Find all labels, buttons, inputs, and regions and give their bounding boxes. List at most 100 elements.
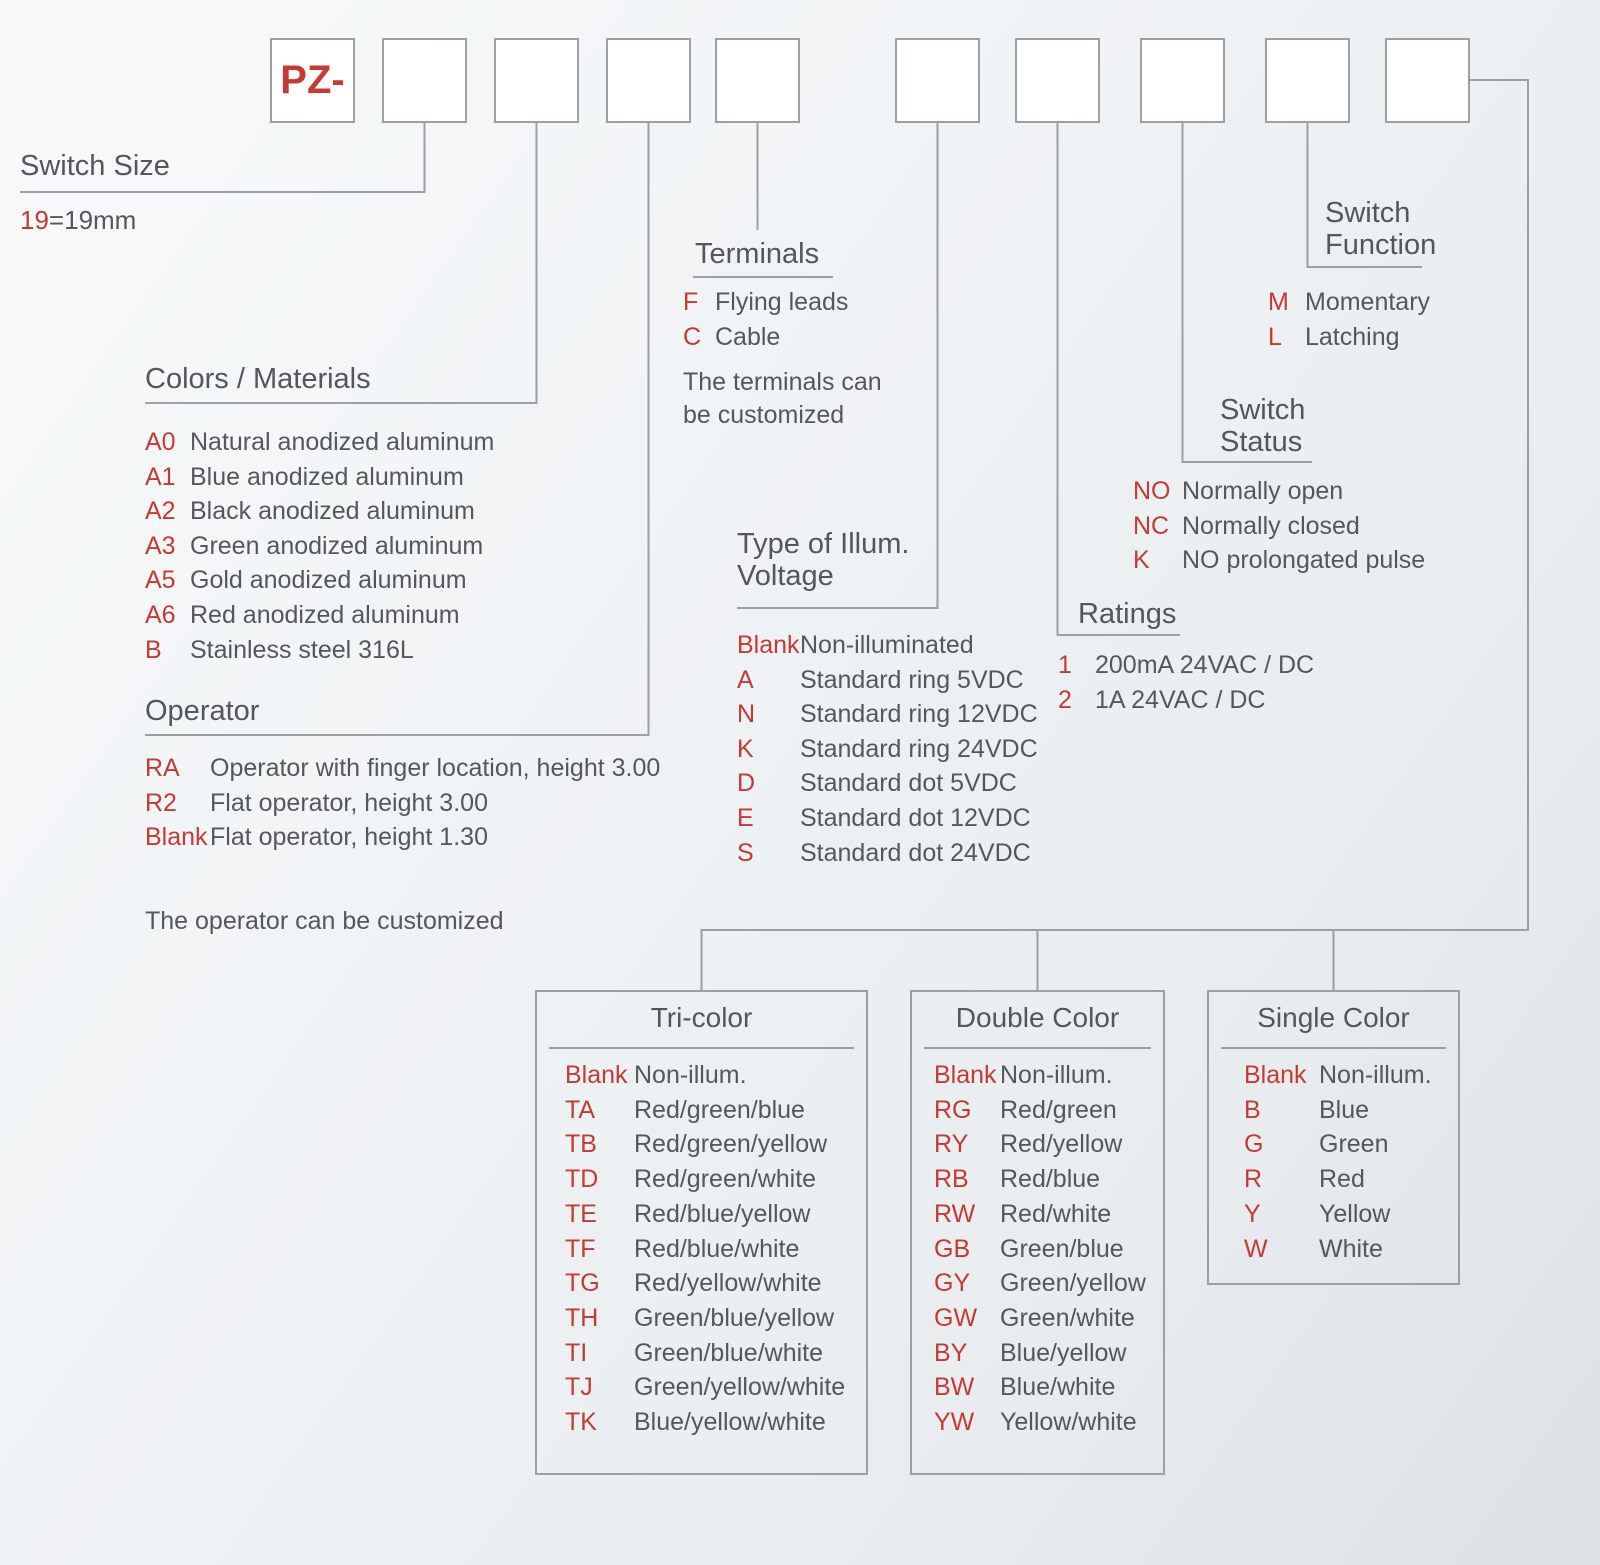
code-description: Red anodized aluminum [190,600,460,629]
color-code-row: YW Yellow/white [934,1405,1163,1440]
color-code-row: W White [1244,1232,1458,1267]
color-code: RW [934,1199,976,1228]
color-description: Yellow/white [1000,1408,1137,1437]
switch-status-title-line1: Switch [1220,394,1306,426]
code-description: Gold anodized aluminum [190,566,467,595]
double-color-table: Double Color Blank Non-illum. RG Red/gre… [910,990,1165,1475]
code-value: Blank [737,631,800,659]
code-description: Black anodized aluminum [190,497,475,526]
switch-size-desc: =19mm [48,205,137,235]
code-description: Blue anodized aluminum [190,462,464,491]
part-code-box-status [1140,38,1225,123]
single-color-list: Blank Non-illum. B Blue G Green R Red Y … [1209,1058,1458,1266]
color-code-row: GB Green/blue [934,1232,1163,1267]
color-code-row: TF Red/blue/white [565,1232,866,1267]
color-code-row: TD Red/green/white [565,1162,866,1197]
color-code: TB [565,1130,597,1159]
color-code: W [1244,1234,1268,1263]
illumination-title-line1: Type of Illum. [737,528,910,560]
color-description: Red/white [1000,1199,1112,1228]
code-description: Standard dot 12VDC [800,803,1031,832]
tri-color-title: Tri-color [650,1002,753,1033]
code-description: Standard dot 5VDC [800,769,1017,798]
color-code: TK [565,1408,597,1437]
color-description: Red/green [1000,1095,1117,1124]
code-value: F [683,288,699,316]
color-description: Blue/white [1000,1373,1116,1402]
color-code: YW [934,1408,975,1437]
color-code: TG [565,1269,600,1298]
terminals-note: The terminals can be customized [683,368,882,429]
code-row: M Momentary [1268,285,1430,320]
color-code-row: GW Green/white [934,1301,1163,1336]
color-code-row: RG Red/green [934,1093,1163,1128]
color-description: Blue [1319,1095,1370,1124]
switch-function-list: M Momentary L Latching [1268,285,1430,354]
code-value: A1 [145,462,176,491]
colors-materials-list: A0 Natural anodized aluminum A1 Blue ano… [145,425,494,667]
code-description: Green anodized aluminum [190,531,484,560]
code-description: Non-illuminated [800,631,974,659]
prefix-box: PZ- [270,38,355,123]
code-row: A2 Black anodized aluminum [145,494,494,529]
color-description: Green/blue/yellow [634,1303,835,1332]
color-code: GW [934,1303,978,1332]
color-code: Blank [565,1061,628,1089]
code-description: Normally open [1182,477,1344,505]
code-row: L Latching [1268,320,1430,355]
color-description: Yellow [1319,1199,1391,1228]
code-value: A5 [145,566,176,595]
code-row: NC Normally closed [1133,509,1425,544]
code-description: Flying leads [715,288,849,316]
code-description: 1A 24VAC / DC [1095,685,1266,714]
code-value: S [737,838,754,867]
color-code-row: BW Blue/white [934,1370,1163,1405]
tri-color-table: Tri-color Blank Non-illum. TA Red/green/… [535,990,868,1475]
color-code-row: TJ Green/yellow/white [565,1370,866,1405]
color-description: Green [1319,1130,1389,1159]
code-description: Stainless steel 316L [190,635,414,664]
code-row: A3 Green anodized aluminum [145,529,494,564]
double-color-title: Double Color [955,1002,1120,1033]
color-code-row: Blank Non-illum. [565,1058,866,1093]
part-code-box-illum-color [1385,38,1470,123]
double-color-title-underline [924,1047,1151,1049]
code-row: Blank Non-illuminated [737,628,1038,663]
color-description: Green/blue/white [634,1338,824,1367]
code-value: NO [1133,477,1171,505]
color-code-row: RB Red/blue [934,1162,1163,1197]
code-row: RA Operator with finger location, height… [145,751,660,786]
color-code-row: GY Green/yellow [934,1266,1163,1301]
code-value: C [683,322,702,351]
terminals-title: Terminals [695,238,820,270]
code-value: N [737,700,756,729]
color-code-row: TI Green/blue/white [565,1336,866,1371]
part-code-box-color-material [494,38,579,123]
color-description: Green/yellow [1000,1269,1146,1298]
color-code: Blank [934,1061,997,1089]
code-row: N Standard ring 12VDC [737,697,1038,732]
color-code-row: TA Red/green/blue [565,1093,866,1128]
color-description: Red/yellow [1000,1130,1123,1159]
code-value: A [737,665,754,694]
color-code: Y [1244,1199,1261,1228]
code-description: 200mA 24VAC / DC [1095,651,1315,679]
single-color-table: Single Color Blank Non-illum. B Blue G G… [1207,990,1460,1285]
code-row: A1 Blue anodized aluminum [145,460,494,495]
color-code: TF [565,1234,596,1263]
color-code: RB [934,1165,969,1194]
color-code-row: TK Blue/yellow/white [565,1405,866,1440]
single-color-title-underline [1221,1047,1446,1049]
color-description: Red/blue/white [634,1234,800,1263]
color-code: R [1244,1165,1263,1194]
color-code: TD [565,1165,599,1194]
color-description: White [1319,1234,1383,1263]
color-code-row: R Red [1244,1162,1458,1197]
code-value: RA [145,754,180,782]
colors-materials-title: Colors / Materials [145,363,371,395]
code-description: Momentary [1305,288,1431,316]
illumination-title-line2: Voltage [737,560,834,593]
code-row: S Standard dot 24VDC [737,836,1038,871]
illumination-title: Type of Illum. Voltage [737,528,909,593]
code-description: NO prolongated pulse [1182,546,1426,575]
